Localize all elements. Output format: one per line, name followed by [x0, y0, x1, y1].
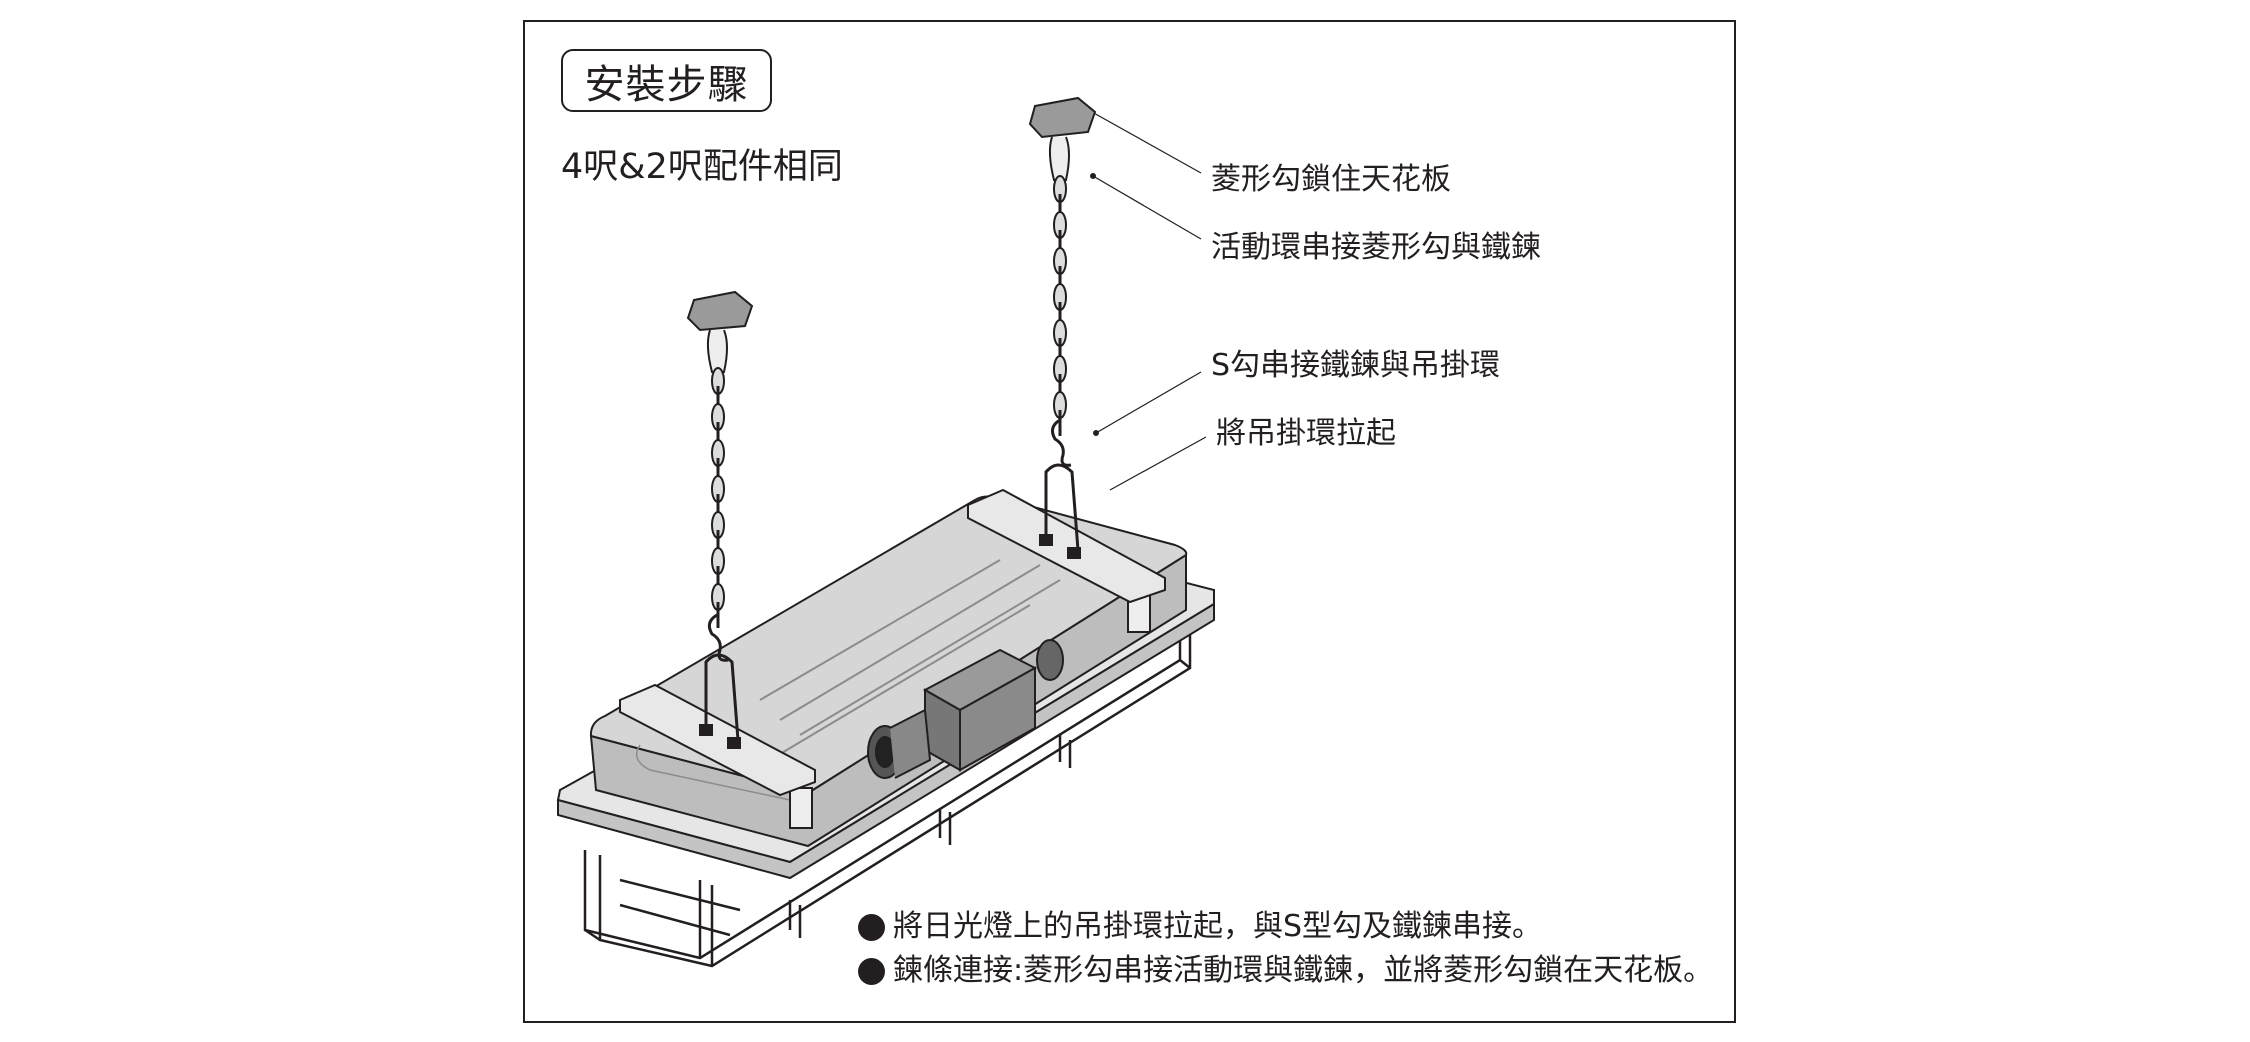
hanging-bracket-left	[619, 683, 816, 797]
bullet-step-1: 將日光燈上的吊掛環拉起，與S型勾及鐵鍊串接。	[858, 912, 1542, 942]
callout-quick-link: 活動環串接菱形勾與鐵鍊	[1211, 230, 1541, 265]
callout-ceiling-hook: 菱形勾鎖住天花板	[1211, 162, 1451, 197]
page-title: 安裝步驟	[561, 49, 772, 112]
bullet-text: 鍊條連接:菱形勾串接活動環與鐵鍊，並將菱形勾鎖在天花板。	[893, 953, 1714, 988]
bullet-dot-icon	[858, 957, 885, 985]
ceiling-plate-left	[686, 290, 754, 332]
leader-line-2	[1092, 175, 1202, 240]
subtitle: 4呎&2呎配件相同	[561, 147, 843, 187]
latch-clip-left	[789, 787, 813, 829]
hanger-ring-right	[1044, 463, 1080, 551]
ceiling-plate-right	[1028, 96, 1097, 139]
callout-hanger-ring: 將吊掛環拉起	[1216, 416, 1396, 451]
carabiner-right	[1048, 136, 1070, 181]
bullet-dot-icon	[858, 913, 885, 941]
instruction-frame	[523, 20, 1736, 1023]
leader-line-1	[1091, 111, 1202, 174]
chains	[711, 175, 1067, 628]
bullet-text: 將日光燈上的吊掛環拉起，與S型勾及鐵鍊串接。	[893, 909, 1543, 944]
s-hook-right	[1050, 418, 1072, 467]
callout-s-hook: S勾串接鐵鍊與吊掛環	[1211, 348, 1501, 383]
leader-line-3	[1095, 371, 1202, 434]
carabiner-left	[706, 329, 728, 373]
leader-line-4	[1109, 436, 1207, 491]
s-hook-left	[707, 613, 729, 662]
wire-guard	[583, 600, 1192, 968]
junction-box	[867, 639, 1064, 779]
bullet-step-2: 鍊條連接:菱形勾串接活動環與鐵鍊，並將菱形勾鎖在天花板。	[858, 956, 1713, 986]
hanging-bracket-right	[967, 488, 1166, 604]
